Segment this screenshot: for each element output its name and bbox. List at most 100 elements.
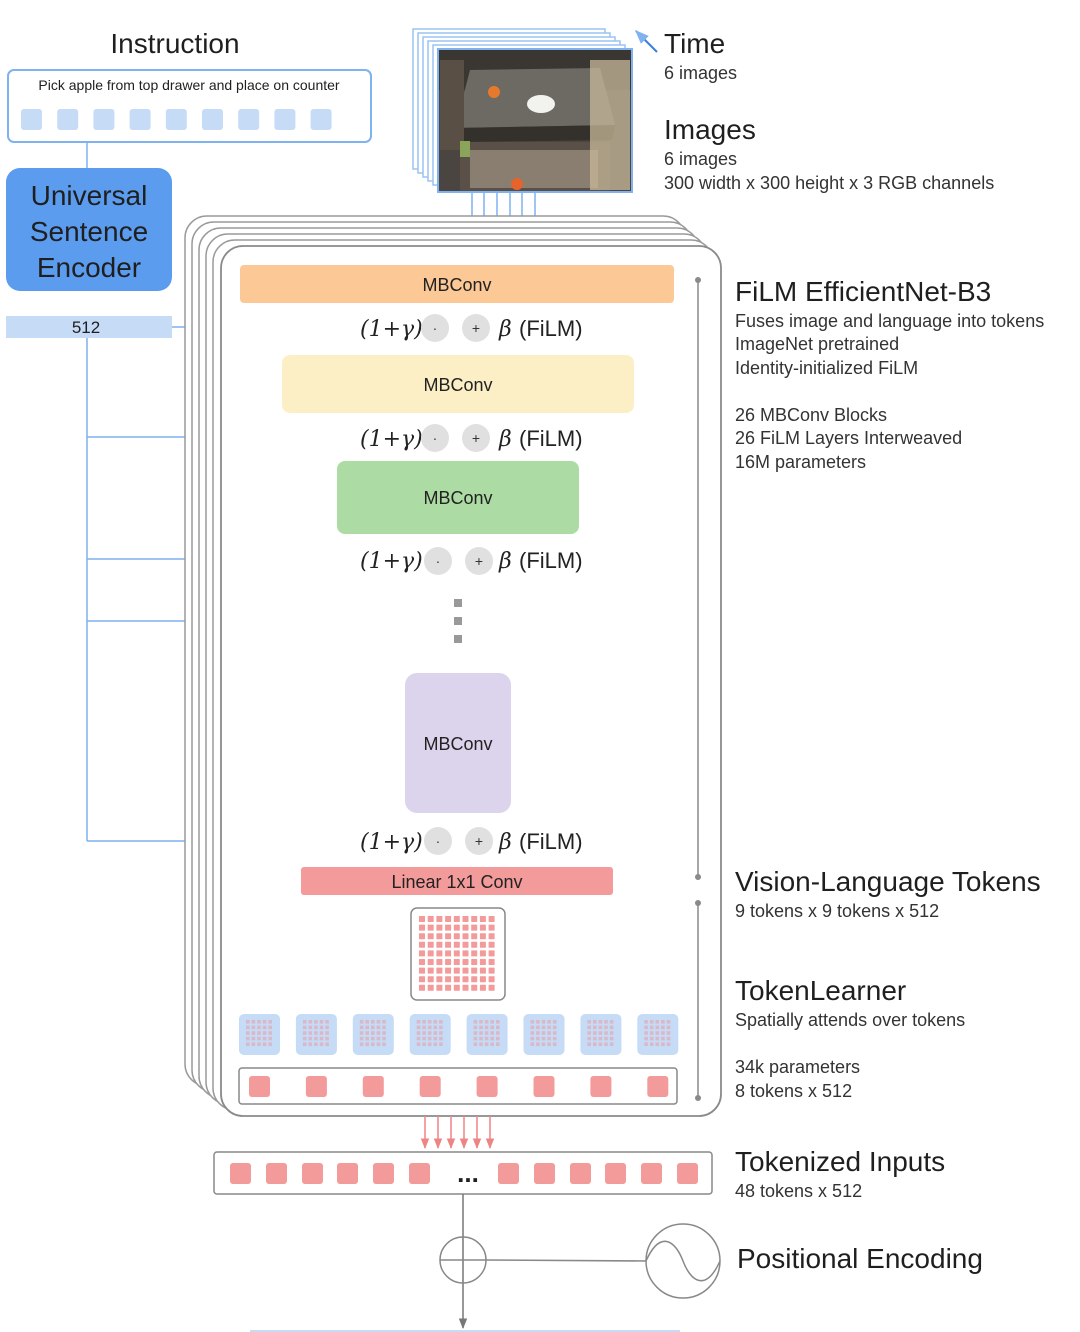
attention-map-cell xyxy=(365,1020,369,1024)
vl-token xyxy=(479,976,486,983)
attention-map-cell xyxy=(593,1031,597,1035)
attention-map-cell xyxy=(319,1025,324,1030)
section-brackets xyxy=(695,277,701,1101)
attention-map-cell xyxy=(359,1036,364,1041)
film-layer-last: (1+γ) · + β (FiLM) xyxy=(360,827,583,855)
learned-token xyxy=(305,1076,327,1097)
learned-token xyxy=(533,1076,555,1097)
attention-map-cell xyxy=(262,1036,267,1041)
learned-token xyxy=(476,1076,498,1097)
attention-map-cell xyxy=(479,1036,483,1041)
attention-map-cell xyxy=(376,1031,381,1035)
mbconv-block-3-label: MBConv xyxy=(423,488,492,508)
vl-token xyxy=(479,924,486,931)
attention-map-cell xyxy=(609,1020,614,1024)
instruction-token xyxy=(310,109,332,130)
attention-map-cell xyxy=(655,1025,660,1030)
input-token xyxy=(534,1163,555,1184)
attention-map-cell xyxy=(649,1020,654,1024)
vl-token xyxy=(471,916,478,922)
vl-token xyxy=(419,976,425,983)
vl-token xyxy=(479,941,486,948)
vl-token xyxy=(471,967,478,974)
attention-map-cell xyxy=(314,1036,318,1041)
instruction-token xyxy=(274,109,296,130)
vl-token xyxy=(479,933,486,940)
vl-token xyxy=(445,984,452,991)
attention-map-cell xyxy=(416,1042,421,1046)
attention-map-cell xyxy=(257,1036,261,1041)
tokenlearner-sub1: Spatially attends over tokens xyxy=(735,1010,965,1030)
attention-map-cell xyxy=(257,1025,261,1030)
vl-token xyxy=(453,950,460,957)
attention-map-cell xyxy=(433,1036,438,1041)
vl-token xyxy=(436,924,443,931)
attention-map-cell xyxy=(268,1025,272,1030)
vl-token xyxy=(436,941,443,948)
film-1-label: (FiLM) xyxy=(519,316,583,341)
vl-token xyxy=(471,984,478,991)
instruction-token xyxy=(93,109,115,130)
attention-map-cell xyxy=(325,1025,329,1030)
vl-token xyxy=(453,976,460,983)
vl-token xyxy=(419,941,425,948)
vl-token xyxy=(427,941,434,948)
vl-token xyxy=(471,959,478,965)
attention-map-cell xyxy=(473,1031,478,1035)
attention-map-cell xyxy=(382,1020,386,1024)
film-last-dot: · xyxy=(436,833,441,849)
vl-token xyxy=(471,950,478,957)
vl-token xyxy=(419,950,425,957)
attention-map-cell xyxy=(433,1020,438,1024)
vl-token xyxy=(419,924,425,931)
attention-map-cell xyxy=(479,1031,483,1035)
input-token xyxy=(677,1163,698,1184)
attention-map-cell xyxy=(536,1036,540,1041)
attention-map-cell xyxy=(661,1031,665,1035)
vl-token xyxy=(471,924,478,931)
attention-map-cell xyxy=(251,1042,256,1046)
linear-conv-block xyxy=(301,867,613,895)
instruction-token xyxy=(238,109,260,130)
vl-token xyxy=(479,916,486,922)
attention-map-cell xyxy=(644,1036,648,1041)
attention-map-cell xyxy=(552,1042,557,1046)
attention-map-cell xyxy=(246,1036,250,1041)
attention-map-cell xyxy=(530,1020,535,1024)
learned-token xyxy=(419,1076,441,1097)
attention-map-cell xyxy=(649,1036,654,1041)
attention-map-cell xyxy=(319,1031,324,1035)
vl-token xyxy=(479,984,486,991)
token-flow-arrows xyxy=(420,1116,495,1150)
attention-map-cell xyxy=(479,1020,483,1024)
attention-map-cell xyxy=(427,1036,432,1041)
images-sub2: 300 width x 300 height x 3 RGB channels xyxy=(664,173,994,193)
attention-map-cell xyxy=(365,1025,369,1030)
tokenlearner-sub3: 8 tokens x 512 xyxy=(735,1081,852,1101)
attention-map-cell xyxy=(530,1031,535,1035)
vl-token xyxy=(427,967,434,974)
attention-map-cell xyxy=(251,1031,256,1035)
attention-map-cell xyxy=(433,1042,438,1046)
film-2-dot: · xyxy=(433,430,438,446)
attention-map-cell xyxy=(547,1036,551,1041)
attention-map-cell xyxy=(268,1036,272,1041)
vl-token xyxy=(453,916,460,922)
attention-map-cell xyxy=(439,1042,443,1046)
input-token xyxy=(409,1163,430,1184)
attention-map-cell xyxy=(251,1025,256,1030)
vl-token xyxy=(419,967,425,974)
vl-token xyxy=(427,976,434,983)
attention-map-cell xyxy=(371,1036,375,1041)
attention-map-cell xyxy=(587,1036,591,1041)
attention-map-cell xyxy=(416,1031,421,1035)
vl-token xyxy=(445,941,452,948)
attention-map-cell xyxy=(536,1042,540,1046)
film-2-label: (FiLM) xyxy=(519,426,583,451)
vl-token xyxy=(488,976,495,983)
linear-conv-label: Linear 1x1 Conv xyxy=(391,872,522,892)
attention-map-cell xyxy=(319,1036,324,1041)
vl-token xyxy=(471,933,478,940)
attention-map-cell xyxy=(473,1036,478,1041)
vl-token xyxy=(479,967,486,974)
